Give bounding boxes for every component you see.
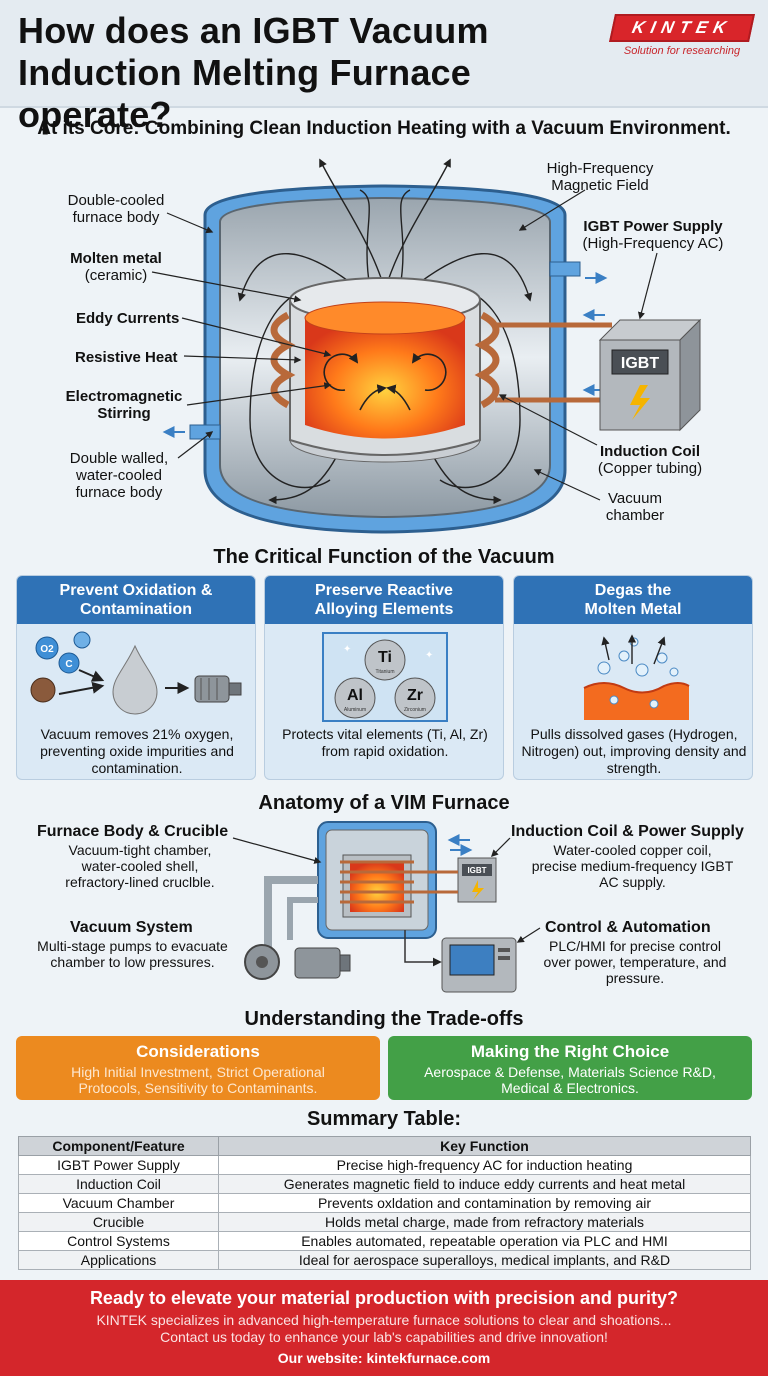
right-choice-box: Making the Right Choice Aerospace & Defe…: [388, 1036, 752, 1100]
column-header: Key Function: [218, 1136, 751, 1156]
footer-text: KINTEK specializes in advanced high-temp…: [96, 1312, 672, 1345]
section-subtitle: At its Core: Combining Clean Induction H…: [37, 118, 731, 139]
al-name: Aluminum: [344, 707, 366, 713]
zr-name: Zirconium: [404, 707, 426, 713]
label-resistive-heat: Resistive Heat: [75, 349, 178, 366]
zr-symbol: Zr: [407, 687, 423, 704]
label-molten-metal: Molten metal(ceramic): [70, 250, 162, 284]
considerations-text: High Initial Investment, Strict Operatio…: [71, 1064, 325, 1096]
degas-illustration: [583, 634, 690, 720]
table-header-row: Component/Feature Key Function: [18, 1136, 751, 1156]
right-choice-heading: Making the Right Choice: [470, 1042, 670, 1061]
website-link[interactable]: Our website: kintekfurnace.com: [277, 1350, 491, 1366]
brand-tagline: Solution for researching: [623, 45, 741, 57]
card-description: Vacuum removes 21% oxygen, preventing ox…: [40, 726, 234, 776]
right-choice-text: Aerospace & Defense, Materials Science R…: [424, 1064, 716, 1096]
anatomy-coil-title: Induction Coil & Power Supply: [511, 823, 744, 840]
label-induction-coil: Induction Coil(Copper tubing): [597, 443, 703, 477]
label-eddy-currents: Eddy Currents: [76, 310, 180, 327]
considerations-heading: Considerations: [136, 1042, 260, 1061]
al-symbol: Al: [347, 687, 363, 704]
card-description: Protects vital elements (Ti, Al, Zr) fro…: [282, 726, 488, 759]
column-header: Component/Feature: [18, 1136, 219, 1156]
tradeoffs-title: Understanding the Trade-offs: [244, 1008, 524, 1030]
anatomy-furnace-body-title: Furnace Body & Crucible: [37, 823, 229, 840]
vim-furnace-illustration: IGBT: [232, 821, 541, 993]
footer-cta: Ready to elevate your material productio…: [0, 1280, 768, 1376]
anatomy-section: IGBT Furnace Body & Crucible Vacuum-tigh…: [0, 818, 768, 998]
considerations-box: Considerations High Initial Investment, …: [16, 1036, 380, 1100]
summary-title: Summary Table:: [306, 1108, 462, 1130]
anatomy-section-title: Anatomy of a VIM Furnace: [258, 792, 510, 814]
c-molecule-label: C: [65, 659, 72, 670]
o2-molecule-label: O2: [40, 644, 54, 655]
card-prevent-oxidation: Prevent Oxidation &Contamination O2 C Va…: [16, 575, 256, 780]
brand-name: KINTEK: [609, 14, 755, 42]
page-title: How does an IGBT Vacuum Induction Meltin…: [18, 10, 489, 135]
ti-name: Titanium: [376, 669, 395, 675]
label-igbt-power-supply: IGBT Power Supply(High-Frequency AC): [582, 218, 724, 252]
svg-text:✦: ✦: [425, 650, 433, 661]
footer-heading: Ready to elevate your material productio…: [89, 1288, 679, 1308]
anatomy-control-title: Control & Automation: [545, 919, 711, 936]
vacuum-section-title: The Critical Function of the Vacuum: [213, 546, 555, 568]
anatomy-coil-text: Water-cooled copper coil,precise medium-…: [531, 842, 734, 890]
anatomy-vacuum-system-title: Vacuum System: [70, 919, 193, 936]
header: How does an IGBT Vacuum Induction Meltin…: [0, 0, 768, 135]
svg-text:✦: ✦: [343, 644, 351, 655]
anatomy-furnace-body-text: Vacuum-tight chamber,water-cooled shell,…: [65, 842, 215, 890]
summary-table: Component/Feature Key Function IGBT Powe…: [18, 1136, 751, 1270]
brand-logo[interactable]: KINTEK Solution for researching: [609, 14, 755, 57]
ti-symbol: Ti: [378, 649, 392, 666]
card-description: Pulls dissolved gases (Hydrogen, Nitroge…: [521, 726, 747, 776]
oxidation-illustration: O2 C: [30, 631, 242, 715]
furnace-illustration: IGBT: [151, 158, 702, 534]
anatomy-igbt-label: IGBT: [467, 866, 486, 875]
igbt-box-label: IGBT: [621, 355, 659, 372]
elements-illustration: Ti Titanium Al Aluminum Zr Zirconium ✦ ✦: [322, 632, 448, 722]
card-heading: Prevent Oxidation &Contamination: [17, 576, 255, 624]
